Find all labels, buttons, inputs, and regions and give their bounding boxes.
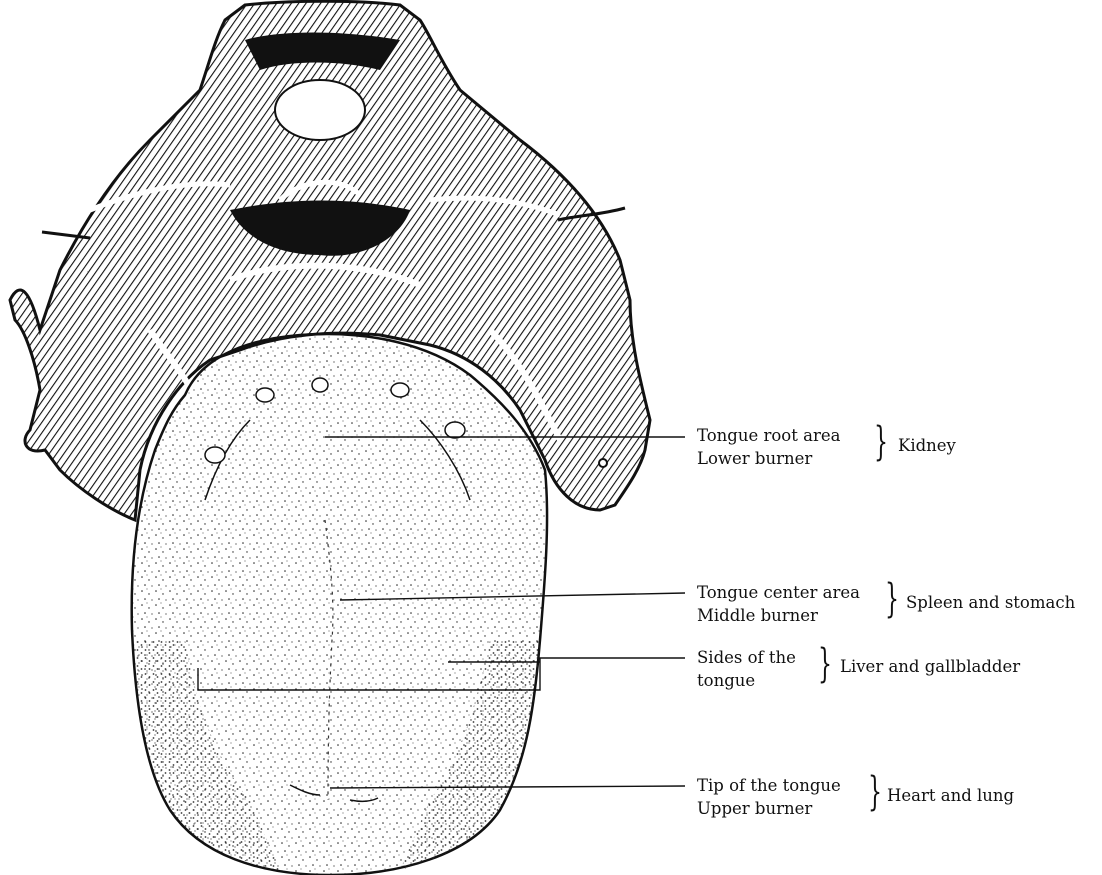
region-area-label-sides: Sides of the [697, 648, 796, 668]
organ-label-tip: Heart and lung [887, 786, 1014, 806]
region-area-label-root: Tongue root area [697, 426, 840, 446]
organ-label-center: Spleen and stomach [906, 593, 1075, 613]
brace-icon-center: } [885, 579, 899, 619]
region-burner-label-root: Lower burner [697, 449, 812, 469]
organ-label-sides: Liver and gallbladder [840, 657, 1020, 677]
organ-label-root: Kidney [898, 436, 956, 456]
region-area-label-tip: Tip of the tongue [697, 776, 841, 796]
tongue-body [132, 334, 547, 875]
region-burner-label-sides: tongue [697, 671, 755, 691]
brace-icon-sides: } [818, 644, 832, 684]
region-area-label-center: Tongue center area [697, 583, 860, 603]
brace-icon-root: } [874, 422, 888, 462]
brace-icon-tip: } [868, 772, 882, 812]
region-burner-label-center: Middle burner [697, 606, 818, 626]
region-burner-label-tip: Upper burner [697, 799, 812, 819]
